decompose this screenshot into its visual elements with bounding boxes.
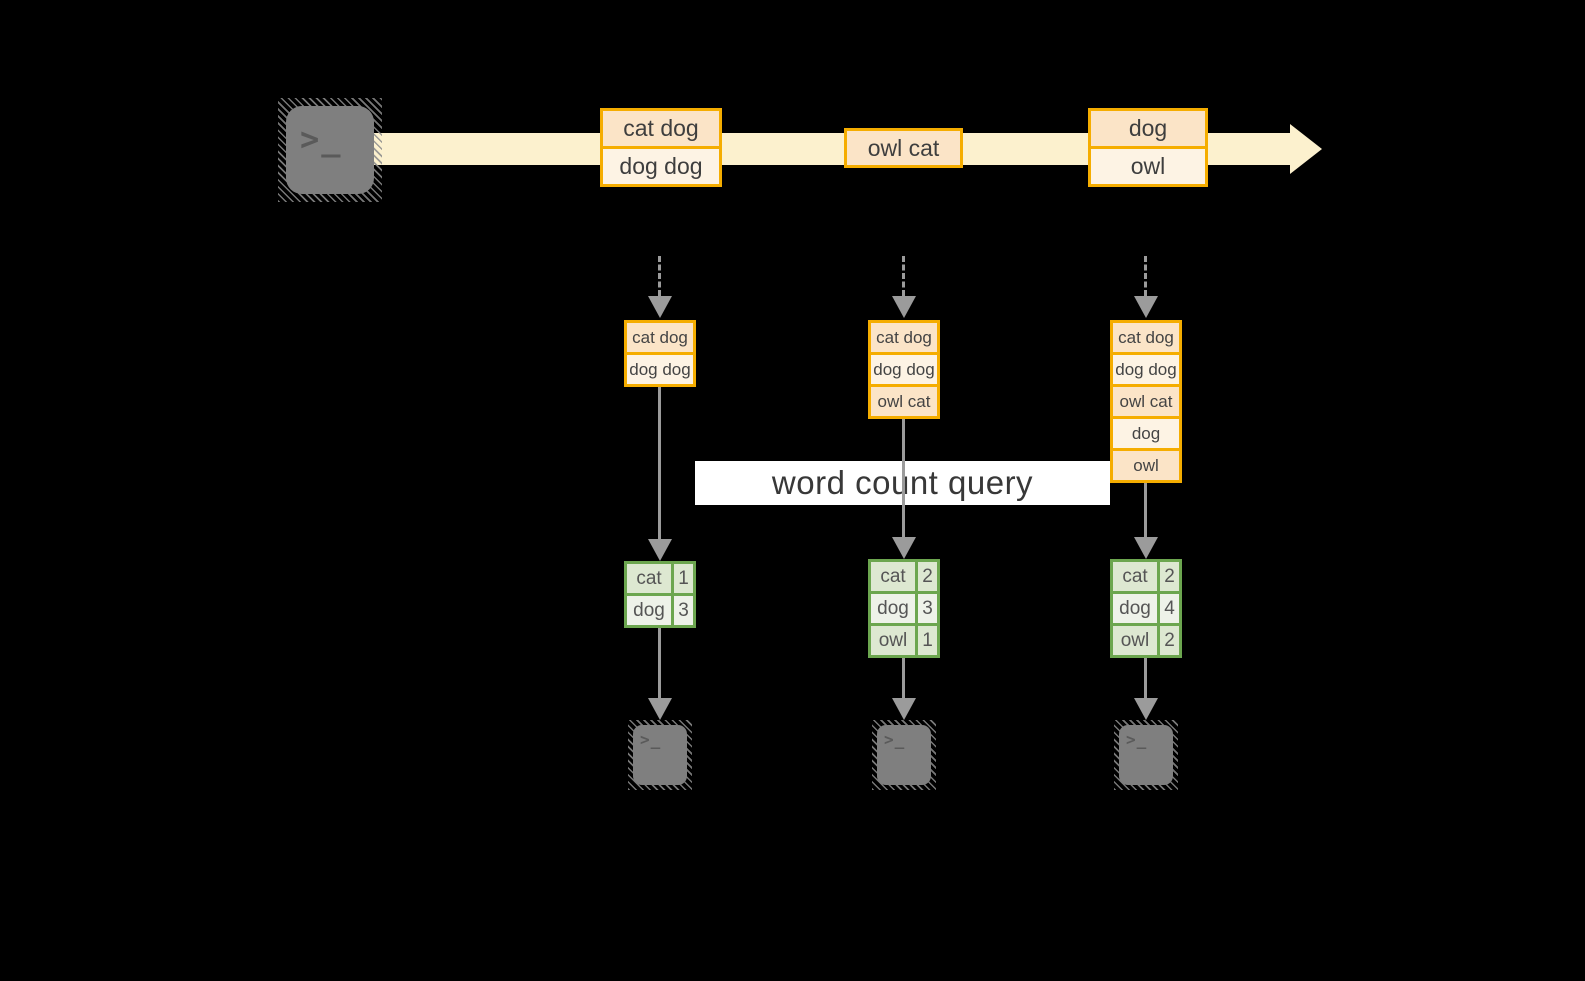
connector-line: [902, 658, 905, 698]
word-cell: cat: [627, 564, 671, 593]
connector-line: [658, 387, 661, 539]
terminal-icon: >_: [278, 98, 382, 202]
arrowhead-down-icon: [648, 296, 672, 318]
stream-message-box: dog owl: [1088, 108, 1208, 187]
arrowhead-down-icon: [1134, 698, 1158, 720]
stream-arrowhead-icon: [1290, 124, 1322, 174]
buffer-line: owl cat: [871, 387, 937, 416]
terminal-prompt-glyph: >_: [300, 120, 343, 158]
terminal-icon: >_: [1114, 720, 1178, 790]
ingest-arrow-line: [902, 256, 905, 296]
arrowhead-down-icon: [648, 539, 672, 561]
buffer-line: dog dog: [871, 355, 937, 384]
stream-message-line: owl cat: [847, 131, 960, 165]
message-buffer-stack: cat dog dog dog owl cat: [868, 320, 940, 419]
count-cell: 3: [674, 596, 693, 625]
buffer-line: cat dog: [871, 323, 937, 352]
word-cell: dog: [871, 594, 915, 623]
word-cell: cat: [1113, 562, 1157, 591]
word-cell: owl: [871, 626, 915, 655]
terminal-body: [633, 725, 687, 785]
terminal-prompt-glyph: >_: [1126, 730, 1148, 749]
stream-message-line: owl: [1091, 149, 1205, 184]
message-buffer-stack: cat dog dog dog: [624, 320, 696, 387]
stream-message-line: dog: [1091, 111, 1205, 146]
ingest-arrow-line: [658, 256, 661, 296]
word-count-table: cat 2 dog 4 owl 2: [1110, 559, 1182, 658]
connector-line: [1144, 656, 1147, 698]
arrowhead-down-icon: [1134, 296, 1158, 318]
ingest-arrow-line: [1144, 256, 1147, 296]
terminal-prompt-glyph: >_: [884, 730, 906, 749]
stream-message-box: owl cat: [844, 128, 963, 168]
buffer-line: cat dog: [627, 323, 693, 352]
count-cell: 2: [1160, 626, 1179, 655]
buffer-line: owl: [1113, 451, 1179, 480]
count-cell: 4: [1160, 594, 1179, 623]
word-count-table: cat 1 dog 3: [624, 561, 696, 628]
connector-line: [1144, 483, 1147, 537]
count-cell: 3: [918, 594, 937, 623]
terminal-body: [1119, 725, 1173, 785]
count-cell: 2: [918, 562, 937, 591]
count-cell: 1: [674, 564, 693, 593]
terminal-prompt-glyph: >_: [640, 730, 662, 749]
terminal-icon: >_: [872, 720, 936, 790]
arrowhead-down-icon: [892, 537, 916, 559]
word-cell: owl: [1113, 626, 1157, 655]
word-cell: dog: [627, 596, 671, 625]
stream-message-line: dog dog: [603, 149, 719, 184]
terminal-body: [877, 725, 931, 785]
word-cell: dog: [1113, 594, 1157, 623]
stream-message-box: cat dog dog dog: [600, 108, 722, 187]
buffer-line: owl cat: [1113, 387, 1179, 416]
count-cell: 1: [918, 626, 937, 655]
terminal-body: [286, 106, 374, 194]
word-count-table: cat 2 dog 3 owl 1: [868, 559, 940, 658]
arrowhead-down-icon: [1134, 537, 1158, 559]
buffer-line: cat dog: [1113, 323, 1179, 352]
connector-line: [902, 419, 905, 537]
terminal-icon: >_: [628, 720, 692, 790]
connector-line: [658, 628, 661, 698]
count-cell: 2: [1160, 562, 1179, 591]
stream-message-line: cat dog: [603, 111, 719, 146]
word-cell: cat: [871, 562, 915, 591]
buffer-line: dog: [1113, 419, 1179, 448]
arrowhead-down-icon: [892, 698, 916, 720]
message-buffer-stack: cat dog dog dog owl cat dog owl: [1110, 320, 1182, 483]
buffer-line: dog dog: [1113, 355, 1179, 384]
arrowhead-down-icon: [892, 296, 916, 318]
buffer-line: dog dog: [627, 355, 693, 384]
arrowhead-down-icon: [648, 698, 672, 720]
